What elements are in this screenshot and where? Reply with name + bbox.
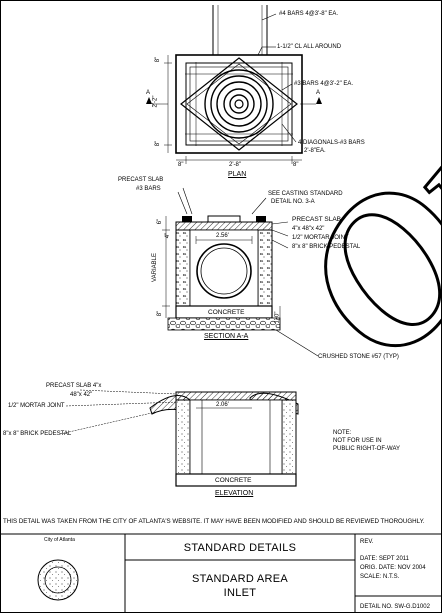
callout-diagonals-length: 2'-8"EA. <box>304 148 326 154</box>
section-mark-left: A <box>146 90 151 96</box>
title-block-header: STANDARD DETAILS <box>125 534 355 560</box>
plan-title: PLAN <box>228 171 247 178</box>
elev-concrete: CONCRETE <box>215 477 252 484</box>
elevation-title: ELEVATION <box>215 490 254 497</box>
note-heading: NOTE: <box>333 430 352 436</box>
plan-dim-left-mid: 2'-2" <box>152 95 159 108</box>
section-dim-top-2: 4" <box>165 232 172 239</box>
section-dim-opening: 2.56' <box>216 233 229 239</box>
plan-dim-bottom-right: 8" <box>293 162 299 168</box>
section-variable: VARIABLE <box>151 253 158 282</box>
plan-dim-bottom-mid: 2'-8" <box>229 162 241 168</box>
section-slab-label: PRECAST SLAB <box>292 216 342 223</box>
section-bars: #3 BARS <box>136 186 161 192</box>
note-line-2: PUBLIC RIGHT-OF-WAY <box>333 446 401 452</box>
date-field: DATE: SEPT 2011 <box>360 556 410 562</box>
elevation-view <box>59 389 299 487</box>
callout-diagonals: 4 DIAGONALS-#3 BARS <box>298 140 365 146</box>
title-block-title: STANDARD AREA INLET <box>125 560 355 613</box>
callout-bars-4: #4 BARS 4@3'-8" EA. <box>279 11 339 17</box>
city-seal <box>37 559 79 601</box>
elev-dim-opening: 2.06' <box>216 402 229 408</box>
section-mark-right: A <box>316 90 321 96</box>
elev-brick: 8"x 8" BRICK PEDESTAL <box>3 431 72 437</box>
section-dim-base: 8" <box>157 310 164 317</box>
section-slab-size: 4"x 48"x 42" <box>292 226 325 232</box>
section-casting-ref: SEE CASTING STANDARD <box>268 191 343 197</box>
plan-dim-left-bot: 8" <box>155 140 162 147</box>
plan-dim-bottom-left: 8" <box>178 162 184 168</box>
section-stone: CRUSHED STONE #57 (TYP) <box>318 354 399 360</box>
section-dim-top: 6" <box>157 218 164 225</box>
section-precast-slab: PRECAST SLAB <box>118 177 164 183</box>
orig-date-field: ORIG. DATE: NOV 2004 <box>360 565 426 571</box>
section-dim-right: 1'-0" <box>274 311 281 324</box>
disclaimer-text: THIS DETAIL WAS TAKEN FROM THE CITY OF A… <box>3 518 425 525</box>
callout-clear-cover: 1-1/2" CL ALL AROUND <box>277 44 342 50</box>
callout-bars-3: #3 BARS 4@3'-2" EA. <box>294 81 354 87</box>
agency-name: City of Atlanta <box>44 537 75 543</box>
standard-details-heading: STANDARD DETAILS <box>183 542 297 554</box>
elev-precast-slab: PRECAST SLAB 4"x <box>46 383 102 389</box>
section-brick: 8"x 8" BRICK PEDESTAL <box>292 244 361 250</box>
section-mortar: 1/2" MORTAR JOINT <box>292 235 349 241</box>
section-title: SECTION A-A <box>204 333 249 340</box>
detail-number: DETAIL NO. SW-G.D1002 <box>360 604 430 610</box>
rev-field: REV. <box>360 539 374 545</box>
elev-precast-size: 48"x 42" <box>70 392 93 398</box>
plan-dim-left-top: 8" <box>155 56 162 63</box>
section-concrete: CONCRETE <box>208 309 245 316</box>
detail-title-line-2: INLET <box>223 587 257 599</box>
plan-view <box>146 5 322 164</box>
elev-mortar: 1/2" MORTAR JOINT <box>8 403 65 409</box>
scale-field: SCALE: N.T.S. <box>360 574 400 580</box>
detail-title-line-1: STANDARD AREA <box>192 573 288 585</box>
section-casting-ref-2: DETAIL NO. 3-A <box>271 199 315 205</box>
section-view <box>162 187 319 357</box>
note-line-1: NOT FOR USE IN <box>333 438 382 444</box>
